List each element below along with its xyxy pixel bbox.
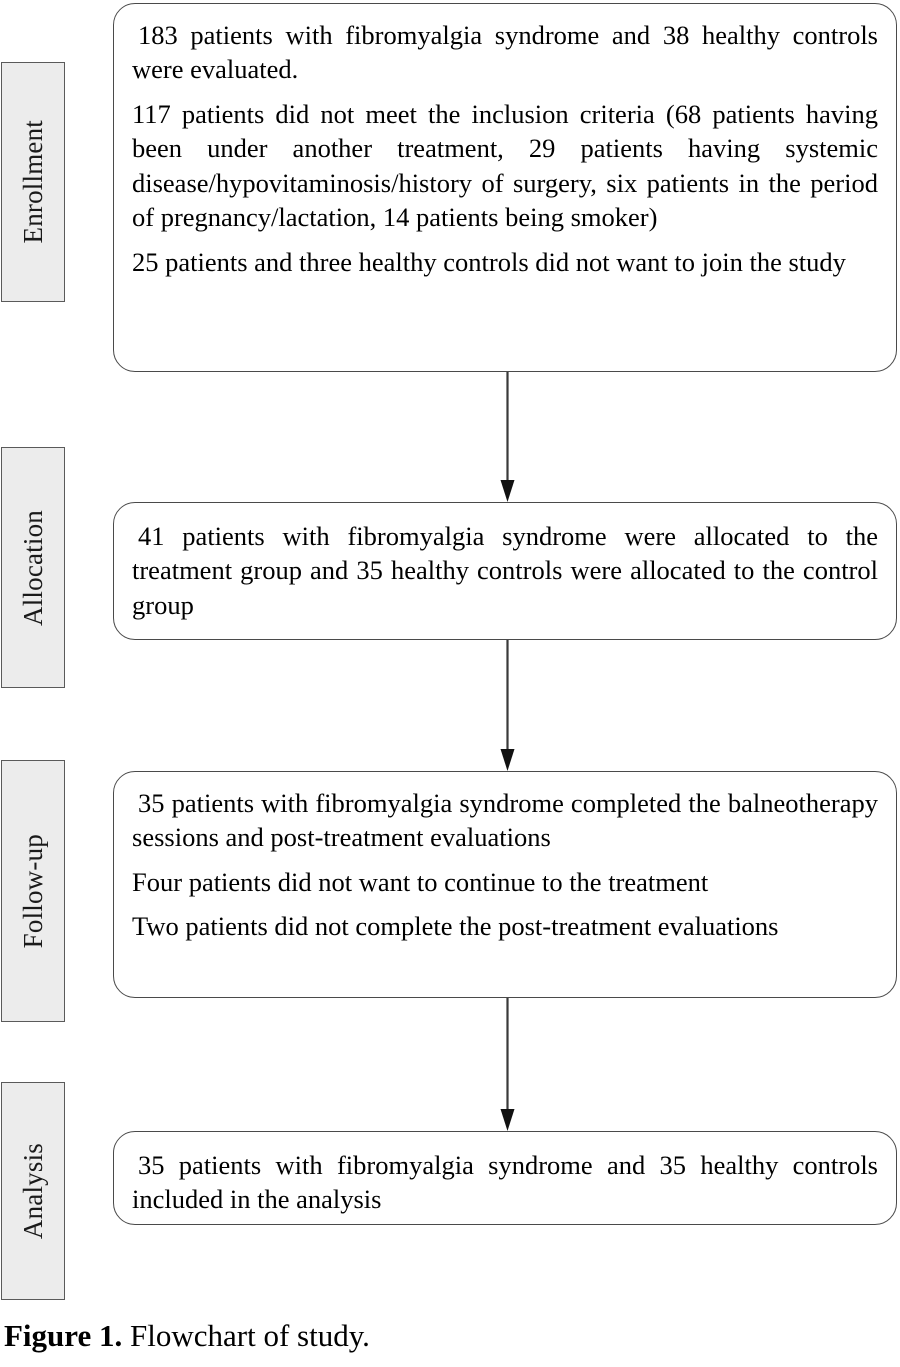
flow-box-enrollment-line-1: 183 patients with fibromyalgia syndrome …: [132, 20, 878, 85]
stage-label-follow-up-text: Follow-up: [17, 833, 48, 949]
connector-allocation-to-followup: [498, 640, 518, 772]
figure-caption-text: Flowchart of study.: [122, 1318, 370, 1353]
stage-label-analysis: Analysis: [1, 1082, 65, 1300]
flow-box-analysis-line-1: 35 patients with fibromyalgia syndrome a…: [132, 1150, 878, 1215]
connector-enrollment-to-allocation: [498, 372, 518, 503]
flow-box-allocation-line-1: 41 patients with fibromyalgia syndrome w…: [132, 521, 878, 620]
flow-box-follow-up-line-2: Four patients did not want to continue t…: [132, 866, 709, 897]
flow-box-allocation: 41 patients with fibromyalgia syndrome w…: [113, 502, 897, 640]
flow-box-analysis: 35 patients with fibromyalgia syndrome a…: [113, 1131, 897, 1225]
flow-box-follow-up-line-1: 35 patients with fibromyalgia syndrome c…: [132, 788, 878, 853]
flow-box-follow-up: 35 patients with fibromyalgia syndrome c…: [113, 771, 897, 998]
stage-label-enrollment: Enrollment: [1, 62, 65, 302]
flow-box-enrollment-line-3: 25 patients and three healthy controls d…: [132, 246, 846, 277]
connector-followup-to-analysis: [498, 998, 518, 1132]
stage-label-allocation: Allocation: [1, 447, 65, 688]
flow-box-enrollment-line-2: 117 patients did not meet the inclusion …: [132, 98, 878, 233]
flow-box-follow-up-line-3: Two patients did not complete the post-t…: [132, 911, 779, 942]
flow-box-enrollment: 183 patients with fibromyalgia syndrome …: [113, 3, 897, 372]
stage-label-enrollment-text: Enrollment: [17, 120, 48, 244]
stage-label-follow-up: Follow-up: [1, 760, 65, 1022]
stage-label-allocation-text: Allocation: [17, 509, 48, 626]
stage-label-analysis-text: Analysis: [17, 1142, 48, 1240]
figure-caption-label: Figure 1.: [4, 1318, 123, 1353]
figure-caption: Figure 1. Flowchart of study.: [4, 1318, 894, 1354]
